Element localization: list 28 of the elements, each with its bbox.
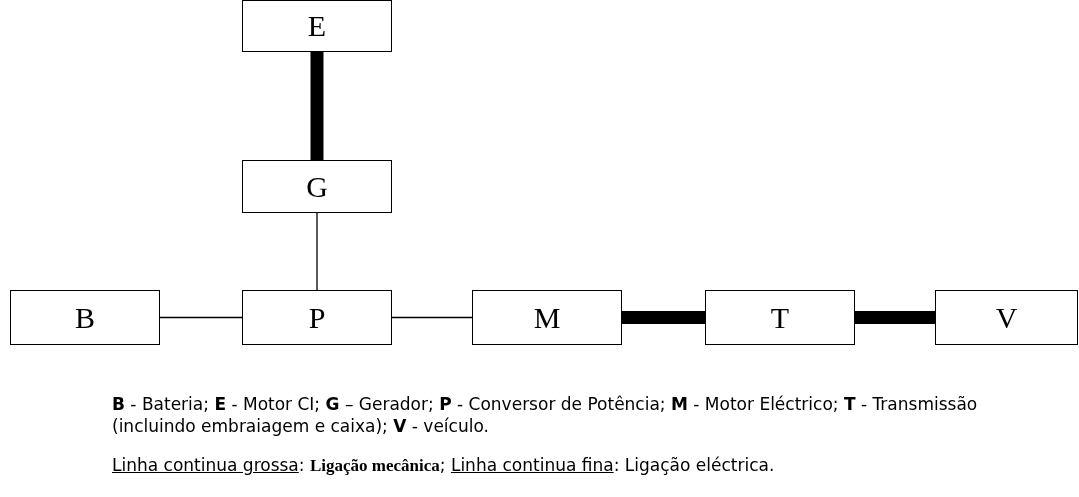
block-letter: T: [770, 300, 790, 335]
thin-connector: [391, 316, 473, 319]
block-box: [472, 290, 622, 345]
block-box: [242, 0, 392, 52]
block-letter: M: [533, 300, 561, 335]
meaning-text: Ligação eléctrica.: [624, 455, 775, 475]
block-letter: V: [995, 300, 1018, 335]
thick-connector: [310, 52, 324, 160]
block-box: [935, 290, 1078, 345]
block-box: [705, 290, 855, 345]
line-type-text: Linha continua fina: [450, 455, 614, 475]
thick-connector: [622, 311, 705, 324]
legend-text: B - Bateria; E - Motor CI; G – Gerador; P - Conversor de Potência; M - Motor Eléctrico; T - Transmissão (incluindo embraiagem e caixa); V - veículo.: [112, 393, 979, 437]
block-letter: E: [307, 9, 327, 43]
thick-connector: [855, 311, 935, 324]
separator-text: ;: [439, 455, 446, 475]
separator-text: :: [613, 455, 620, 475]
block-letter: G: [306, 169, 328, 204]
block-letter: P: [308, 300, 326, 335]
block-box: [10, 290, 160, 345]
thin-connector: [316, 212, 318, 291]
block-box: [242, 160, 392, 213]
block-box: [242, 290, 392, 345]
block-letter: B: [75, 300, 95, 335]
meaning-text: Ligação mecânica: [309, 456, 440, 475]
thin-connector: [159, 316, 243, 319]
line-type-text: Linha continua grossa: [112, 455, 299, 475]
separator-text: :: [298, 455, 305, 475]
